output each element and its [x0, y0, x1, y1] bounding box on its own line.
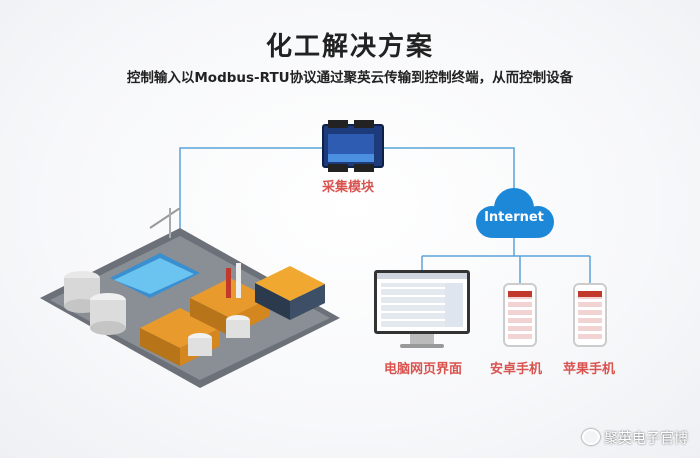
- monitor-base: [400, 344, 444, 348]
- chemical-plant-illustration: [40, 208, 340, 388]
- page-subtitle: 控制输入以Modbus-RTU协议通过聚英云传输到控制终端，从而控制设备: [126, 70, 574, 86]
- monitor-stand: [410, 334, 434, 344]
- weibo-icon: [582, 429, 600, 445]
- module-label: 采集模块: [322, 180, 375, 195]
- android-phone-icon: [503, 283, 537, 347]
- collection-module-device: [322, 120, 384, 172]
- watermark: 聚英电子官博: [582, 428, 688, 448]
- internet-label: Internet: [484, 210, 544, 225]
- pc-monitor-icon: [374, 270, 470, 334]
- iphone-label: 苹果手机: [563, 362, 616, 377]
- iphone-icon: [573, 283, 607, 347]
- pc-label: 电脑网页界面: [384, 362, 463, 377]
- cloud-icon: [476, 188, 554, 238]
- watermark-text: 聚英电子官博: [604, 431, 688, 447]
- android-label: 安卓手机: [490, 362, 543, 377]
- page-title: 化工解决方案: [265, 32, 434, 62]
